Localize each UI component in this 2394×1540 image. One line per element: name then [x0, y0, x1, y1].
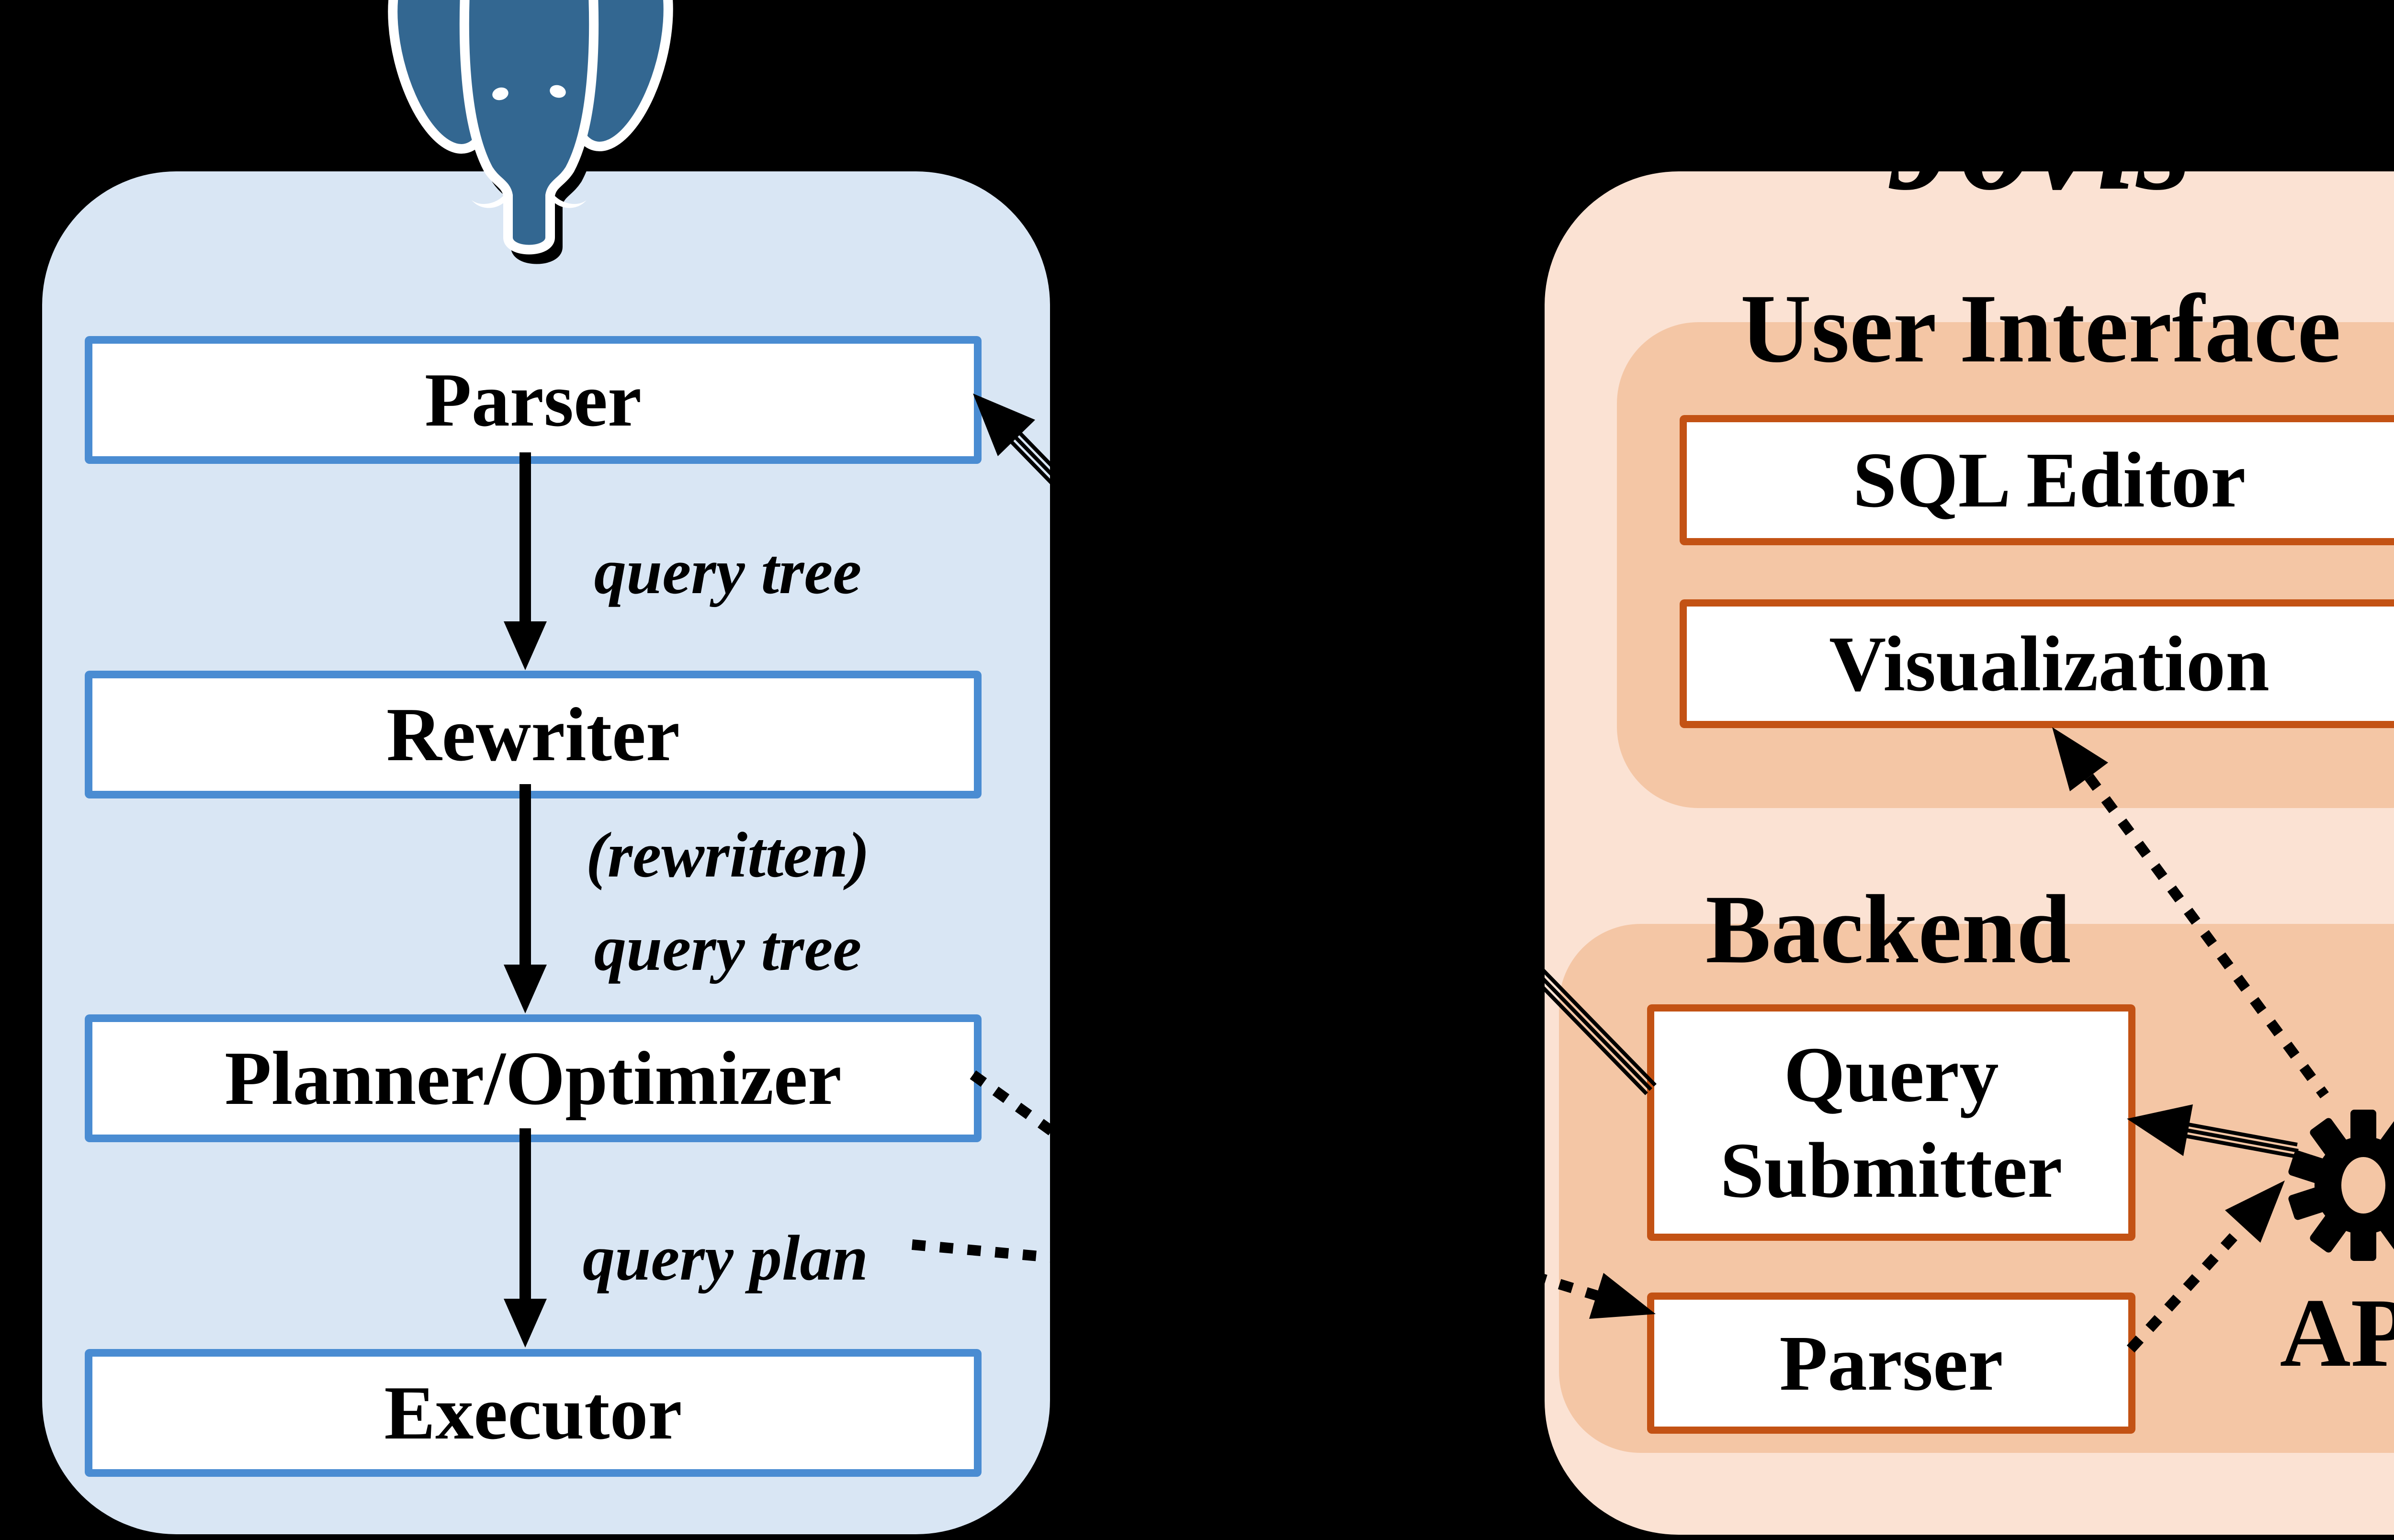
jovis-parser-label: Parser	[1779, 1319, 2003, 1407]
dotted-arrow-into-jovis-parser	[1425, 1238, 1656, 1319]
query-plan-label: query plan	[582, 1223, 869, 1294]
user-interface-heading: User Interface	[1740, 274, 2341, 383]
jovis-parser-box: Parser	[1647, 1293, 2135, 1434]
pg-planner-optimizer-label: Planner/Optimizer	[225, 1035, 842, 1121]
arrow-query-submitter-to-pg-parser	[973, 393, 1657, 1095]
sql-editor-label: SQL Editor	[1852, 436, 2246, 524]
dotted-query-plan-out	[912, 1239, 1176, 1274]
arrow-planner-to-executor	[504, 1128, 547, 1348]
pg-rewriter-label: Rewriter	[386, 692, 680, 777]
jovis-title: Jovis	[1889, 61, 2192, 220]
api-label: API	[2280, 1279, 2394, 1387]
pg-executor-label: Executor	[384, 1370, 682, 1455]
query-submitter-label: Query Submitter	[1720, 1031, 2063, 1214]
dotted-arrow-jovis-parser-to-api	[2126, 1180, 2285, 1353]
visualization-box: Visualization	[1680, 599, 2394, 728]
dotted-arrow-api-to-visualization	[2052, 727, 2329, 1099]
arrow-rewriter-to-planner	[504, 784, 547, 1013]
pg-planner-optimizer-box: Planner/Optimizer	[85, 1014, 982, 1142]
arrow-api-to-query-submitter	[2127, 1104, 2300, 1159]
backend-heading: Backend	[1705, 875, 2071, 984]
pg-parser-box: Parser	[85, 336, 982, 464]
pg-rewriter-box: Rewriter	[85, 671, 982, 798]
pg-parser-label: Parser	[424, 357, 642, 442]
visualization-label: Visualization	[1829, 619, 2270, 708]
rewritten-query-tree-label: (rewritten) query tree	[586, 820, 870, 984]
arrow-parser-to-rewriter	[504, 452, 547, 670]
query-tree-label: query tree	[594, 536, 862, 607]
postgresql-elephant-icon	[388, 0, 681, 264]
sql-editor-box: SQL Editor	[1680, 415, 2394, 545]
query-submitter-box: Query Submitter	[1647, 1004, 2135, 1241]
pg-executor-box: Executor	[85, 1349, 982, 1477]
dotted-planner-out	[970, 1070, 1179, 1224]
gear-icon	[2288, 1110, 2394, 1261]
